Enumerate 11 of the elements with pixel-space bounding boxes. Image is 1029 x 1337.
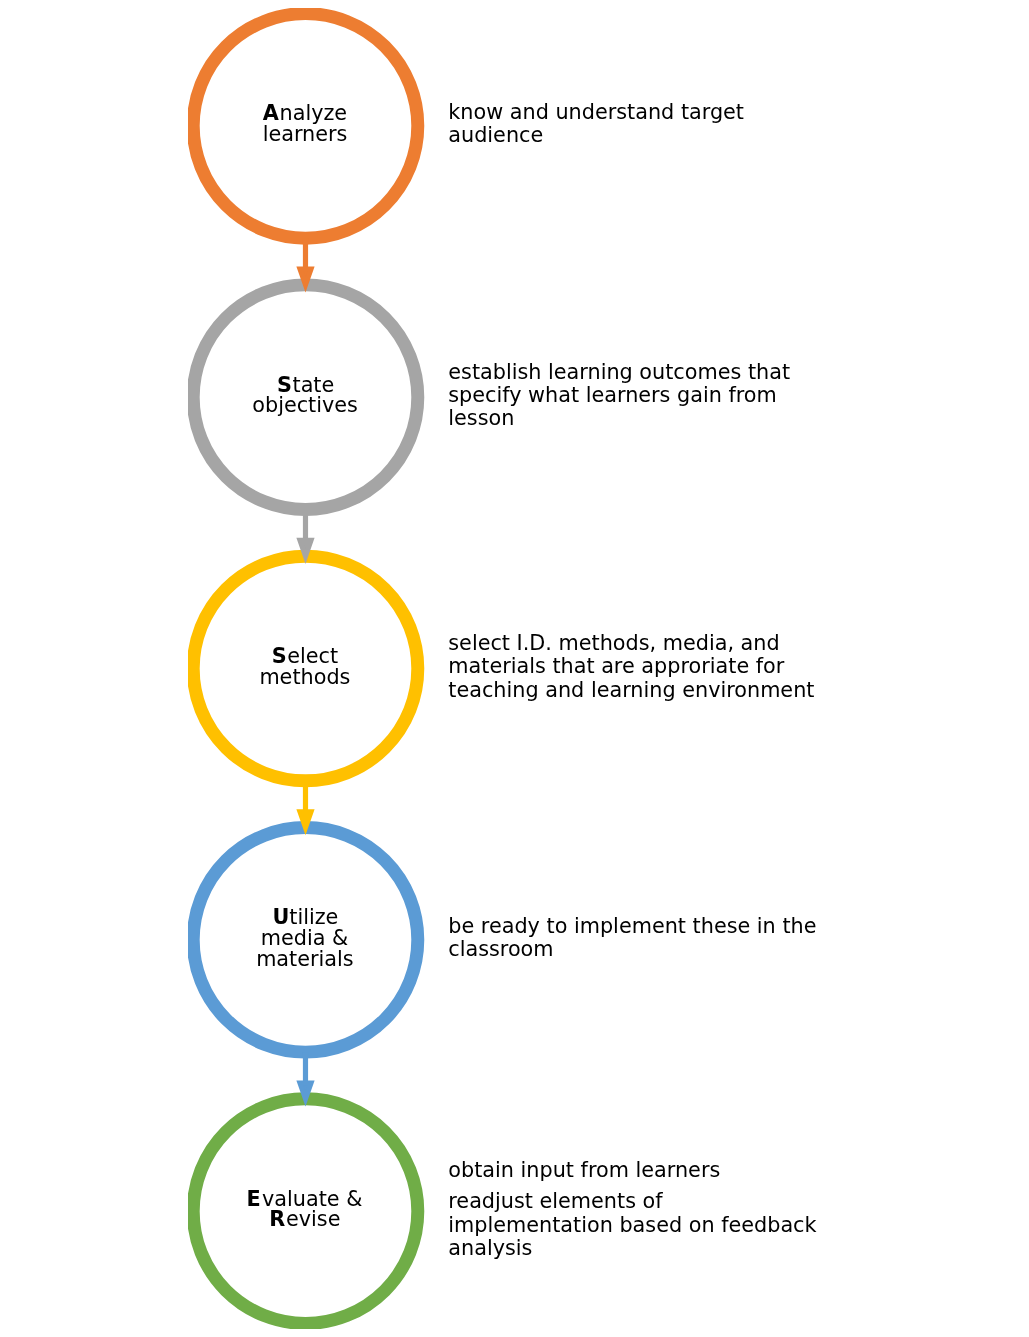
node-label: be ready to implement these in the classroom	[448, 914, 817, 962]
node-label: establish learning outcomes that specify what learners gain from lesson	[448, 359, 791, 431]
node-circle: Utilize media & materials	[188, 821, 425, 1059]
node-label: obtain input from learners	[448, 1158, 721, 1183]
node-label: know and understand target audience	[448, 100, 745, 148]
node-circle: State objectives	[188, 278, 425, 516]
node-circle: Select methods	[188, 549, 425, 788]
node-label: readjust elements of implementation based on feedback analysis	[448, 1189, 817, 1261]
node-label: select I.D. methods, media, and materials that are approriate for teaching and learning environment	[448, 631, 815, 702]
node-circle: Analyze learners	[188, 8, 425, 245]
node-circle: Evaluate & Revise	[188, 1092, 425, 1329]
